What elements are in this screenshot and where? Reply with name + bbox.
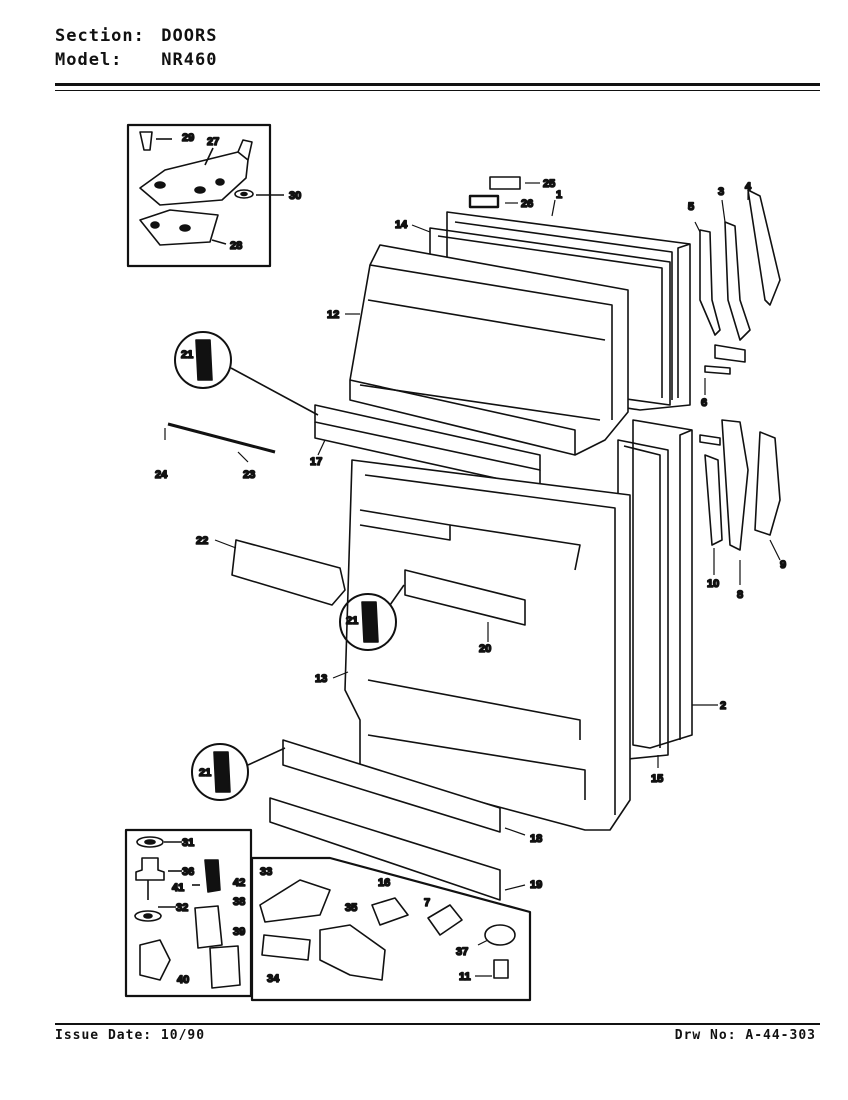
callout-37: 37 <box>456 946 468 958</box>
callout-7: 7 <box>424 897 430 909</box>
model-value: NR460 <box>161 50 218 70</box>
footer-rule <box>55 1023 820 1025</box>
callout-16: 16 <box>378 877 390 889</box>
callout-13: 13 <box>315 673 327 685</box>
callout-4: 4 <box>745 181 752 193</box>
callout-9: 9 <box>780 559 786 571</box>
callout-28: 28 <box>230 240 242 252</box>
issue-date: Issue Date: 10/90 <box>55 1028 205 1043</box>
callout-14: 14 <box>395 219 408 231</box>
rail-17 <box>314 404 541 489</box>
callout-1: 1 <box>556 189 562 201</box>
section-key: Section: <box>55 26 145 46</box>
callout-23: 23 <box>243 469 255 481</box>
callout-21c: 21 <box>199 767 211 779</box>
header-rule-thin <box>55 90 820 91</box>
drawing-key: Drw No: <box>674 1028 737 1043</box>
callout-24: 24 <box>155 469 168 481</box>
drawing-number: Drw No: A-44-303 <box>675 1028 816 1043</box>
callout-5: 5 <box>688 201 694 213</box>
callout-42: 42 <box>233 877 245 889</box>
issue-key: Issue Date: <box>55 1028 153 1043</box>
detail-circle-21-c <box>191 743 286 801</box>
rail-19 <box>269 797 501 901</box>
callout-17: 17 <box>310 456 322 468</box>
issue-value: 10/90 <box>160 1028 206 1043</box>
rod-23 <box>167 422 276 454</box>
callout-29: 29 <box>182 132 194 144</box>
callout-26: 26 <box>521 198 533 210</box>
callout-20: 20 <box>479 643 491 655</box>
callout-2: 2 <box>720 700 726 712</box>
callout-30: 30 <box>289 190 301 202</box>
callout-12: 12 <box>327 309 339 321</box>
callout-10: 10 <box>707 578 719 590</box>
inset-misc-parts <box>250 856 532 1002</box>
callout-25: 25 <box>543 178 555 190</box>
callout-38: 38 <box>233 896 245 908</box>
callout-15: 15 <box>651 773 663 785</box>
model-key: Model: <box>55 50 123 70</box>
callout-11: 11 <box>459 971 471 983</box>
hinge-straps-upper <box>699 189 781 375</box>
dairy-door-22 <box>231 539 346 606</box>
detail-circle-21-a <box>174 331 319 416</box>
callout-36: 36 <box>182 866 194 878</box>
fresh-food-liner <box>344 459 631 831</box>
callout-27: 27 <box>207 136 219 148</box>
fresh-food-door-outer <box>632 419 693 749</box>
hinge-straps-lower <box>699 419 781 551</box>
callout-6: 6 <box>701 397 707 409</box>
callout-21b: 21 <box>346 615 358 627</box>
callout-31: 31 <box>182 837 194 849</box>
inset-hinge-bottom <box>124 828 253 998</box>
callout-40: 40 <box>177 974 189 986</box>
freezer-liner <box>349 244 629 456</box>
part-25 <box>489 176 521 190</box>
part-26 <box>468 194 500 209</box>
callout-32: 32 <box>176 902 188 914</box>
model-title: Model: NR460 <box>55 50 217 70</box>
callout-21a: 21 <box>181 349 193 361</box>
callout-33: 33 <box>260 866 272 878</box>
callout-19: 19 <box>530 879 542 891</box>
header-rule-thick <box>55 83 820 86</box>
section-title: Section: DOORS <box>55 26 217 46</box>
leader-lines <box>214 182 781 977</box>
callout-3: 3 <box>718 186 724 198</box>
callout-labels: 29 27 30 28 25 26 1 14 12 21 24 23 17 22… <box>154 131 787 987</box>
section-value: DOORS <box>161 26 218 46</box>
callout-39: 39 <box>233 926 245 938</box>
rail-18 <box>282 739 501 833</box>
callout-8: 8 <box>737 589 743 601</box>
callout-18: 18 <box>530 833 542 845</box>
callout-35: 35 <box>345 902 357 914</box>
inset-hinge-top <box>126 123 284 268</box>
callout-22: 22 <box>196 535 208 547</box>
drawing-value: A-44-303 <box>745 1028 816 1043</box>
callout-34: 34 <box>267 973 280 985</box>
shelf-bar-20 <box>404 569 526 626</box>
detail-circle-21-b <box>339 584 405 651</box>
callout-41: 41 <box>172 882 184 894</box>
